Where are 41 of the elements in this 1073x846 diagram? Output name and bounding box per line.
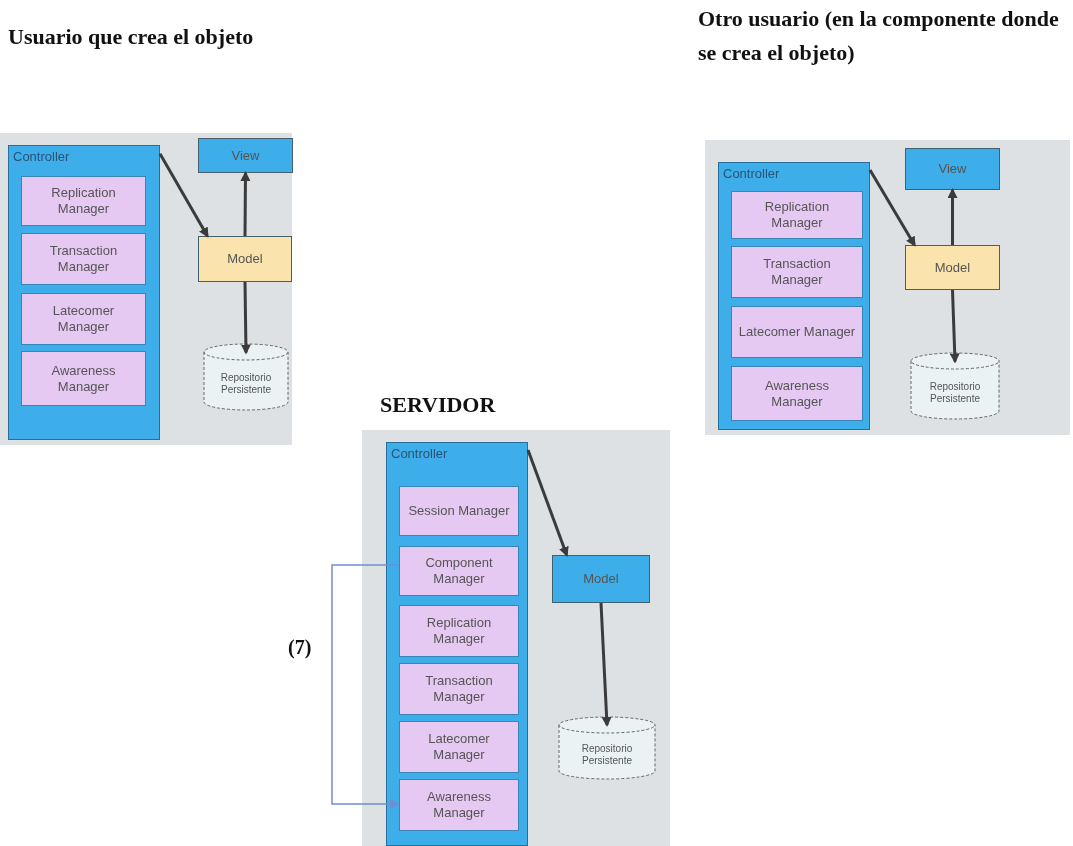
manager-box: Awareness Manager: [21, 351, 146, 406]
manager-box: Component Manager: [399, 546, 519, 596]
repository-label: Repositorio Persistente: [580, 743, 634, 767]
panel-heading: SERVIDOR: [380, 391, 497, 419]
manager-box: Transaction Manager: [399, 663, 519, 715]
component-box: View: [905, 148, 1000, 190]
arrow: [526, 449, 569, 557]
controller-box: [386, 442, 528, 846]
controller-box: [8, 145, 160, 440]
arrow: [599, 602, 612, 727]
component-box: Model: [905, 245, 1000, 290]
controller-label: Controller: [391, 446, 448, 461]
manager-box: Latecomer Manager: [21, 293, 146, 345]
component-box: Model: [198, 236, 292, 282]
panel-heading: Otro usuario (en la componente donde se crea el objeto): [698, 5, 1060, 67]
arrow: [240, 171, 251, 236]
manager-box: Transaction Manager: [731, 246, 863, 298]
manager-box: Replication Manager: [731, 191, 863, 239]
component-box: View: [198, 138, 293, 173]
panel-heading: Usuario que crea el objeto: [8, 23, 255, 51]
controller-label: Controller: [13, 149, 70, 164]
arrow: [331, 564, 400, 809]
controller-label: Controller: [723, 166, 780, 181]
arrow: [240, 281, 251, 355]
arrow: [158, 153, 209, 238]
manager-box: Latecomer Manager: [399, 721, 519, 773]
manager-box: Replication Manager: [21, 176, 146, 226]
component-box: Model: [552, 555, 650, 603]
manager-box: Awareness Manager: [731, 366, 863, 421]
manager-box: Latecomer Manager: [731, 306, 863, 358]
manager-box: Replication Manager: [399, 605, 519, 657]
arrow: [868, 169, 916, 247]
repository-label: Repositorio Persistente: [219, 372, 273, 396]
manager-box: Transaction Manager: [21, 233, 146, 285]
arrow: [947, 188, 958, 245]
manager-box: Session Manager: [399, 486, 519, 536]
edge-label: (7): [286, 636, 314, 659]
arrow: [949, 289, 960, 364]
repository-label: Repositorio Persistente: [928, 381, 982, 405]
controller-box: [718, 162, 870, 430]
manager-box: Awareness Manager: [399, 779, 519, 831]
